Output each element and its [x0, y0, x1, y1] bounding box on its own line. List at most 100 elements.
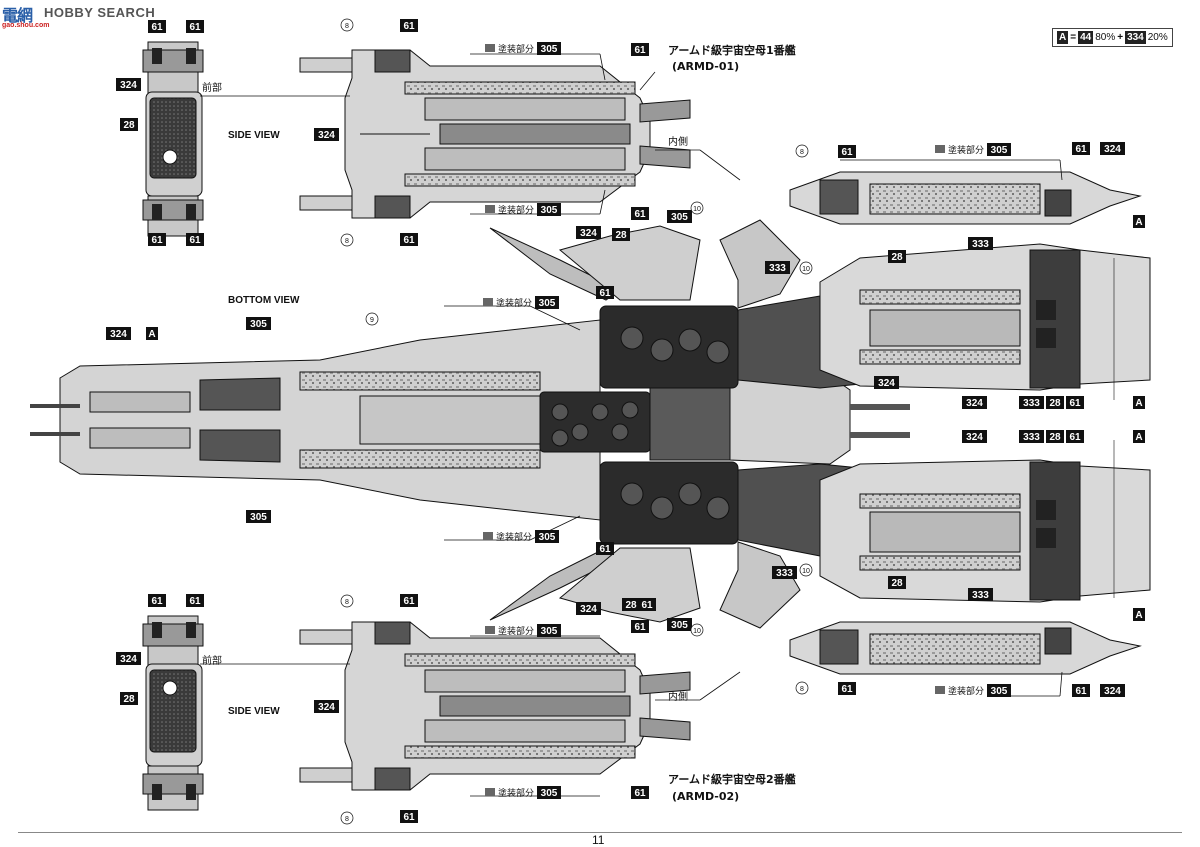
svg-text:A: A: [1135, 610, 1142, 621]
code-324: 324: [962, 396, 987, 409]
code-333: 333: [968, 237, 993, 250]
legend-pct2: 20%: [1147, 32, 1168, 43]
code-61: 61: [186, 20, 204, 33]
svg-text:8: 8: [800, 149, 804, 156]
svg-text:324: 324: [580, 604, 597, 615]
legend-plus: +: [1117, 32, 1124, 43]
code-61: 61: [148, 20, 166, 33]
svg-text:塗装部分: 塗装部分: [498, 787, 534, 799]
armd01-front-view: [142, 41, 204, 237]
svg-text:305: 305: [541, 626, 558, 637]
svg-text:324: 324: [110, 329, 127, 340]
legend-pct1: 80%: [1095, 32, 1116, 43]
code-61: 61: [186, 233, 204, 246]
armd01-hull: [299, 49, 691, 219]
code-324: 324: [576, 226, 601, 239]
code-A: A: [1133, 608, 1145, 621]
watermark-brand: HOBBY SEARCH: [44, 5, 156, 20]
svg-text:61: 61: [1069, 432, 1081, 443]
svg-text:(ARMD-01): (ARMD-01): [672, 60, 739, 73]
svg-text:A: A: [1135, 398, 1142, 409]
svg-text:324: 324: [1104, 144, 1121, 155]
code-324: 324: [962, 430, 987, 443]
svg-text:305: 305: [991, 686, 1008, 697]
bottom-view-main: [30, 219, 1151, 629]
code-28: 28: [1046, 396, 1064, 409]
code-10: 10: [799, 563, 813, 577]
side-view-label: SIDE VIEW: [228, 706, 280, 717]
code-61: 61: [1066, 396, 1084, 409]
svg-text:333: 333: [1023, 398, 1040, 409]
svg-text:BOTTOM VIEW: BOTTOM VIEW: [228, 295, 300, 306]
code-9: 9: [365, 312, 379, 326]
code-8: 8: [340, 594, 354, 608]
legend-paint1: 44: [1078, 31, 1094, 44]
watermark-url: gao.shou.com: [2, 22, 50, 29]
svg-text:前部: 前部: [202, 81, 222, 94]
code-324: 324: [106, 327, 131, 340]
code-61: 61: [596, 286, 614, 299]
code-333: 333: [765, 261, 790, 274]
svg-text:333: 333: [769, 263, 786, 274]
code-333: 333: [1019, 396, 1044, 409]
svg-text:61: 61: [599, 288, 611, 299]
svg-text:333: 333: [972, 239, 989, 250]
code-10: 10: [690, 201, 704, 215]
code-61: 61: [1072, 142, 1090, 155]
inner-label: 内側: [668, 135, 688, 148]
svg-text:324: 324: [966, 398, 983, 409]
code-61: 61: [1066, 430, 1084, 443]
code-28: 28: [612, 228, 630, 241]
watermark: 電網 HOBBY SEARCH gao.shou.com: [0, 0, 170, 30]
svg-text:61: 61: [641, 600, 653, 611]
svg-text:324: 324: [966, 432, 983, 443]
svg-text:8: 8: [800, 686, 804, 693]
svg-text:A: A: [148, 329, 155, 340]
code-8: 8: [340, 233, 354, 247]
svg-text:10: 10: [802, 568, 810, 575]
svg-text:アームド級宇宙空母2番艦: アームド級宇宙空母2番艦: [668, 772, 796, 786]
svg-text:61: 61: [599, 544, 611, 555]
svg-text:塗装部分: 塗装部分: [498, 43, 534, 55]
code-305: 305: [246, 317, 271, 330]
code-333: 333: [772, 566, 797, 579]
svg-text:333: 333: [972, 590, 989, 601]
svg-text:塗装部分: 塗装部分: [496, 531, 532, 543]
code-324: 324: [116, 652, 141, 665]
code-61: 61: [186, 594, 204, 607]
svg-text:(ARMD-02): (ARMD-02): [672, 790, 739, 803]
armd02-front-view: [142, 615, 204, 811]
code-28: 28: [888, 576, 906, 589]
svg-text:塗装部分: 塗装部分: [496, 297, 532, 309]
svg-text:28: 28: [123, 694, 135, 705]
svg-text:305: 305: [539, 532, 556, 543]
code-61: 61: [400, 19, 418, 32]
svg-text:内側: 内側: [668, 135, 688, 148]
ship1-code: (ARMD-01): [672, 60, 739, 73]
code-324: 324: [1100, 684, 1125, 697]
code-28: 28: [120, 692, 138, 705]
code-61: 61: [1072, 684, 1090, 697]
paint-mix-legend: A = 44 80% + 334 20%: [1052, 28, 1173, 47]
svg-text:305: 305: [250, 512, 267, 523]
svg-text:324: 324: [1104, 686, 1121, 697]
svg-text:28: 28: [891, 578, 903, 589]
svg-text:塗装部分: 塗装部分: [948, 144, 984, 156]
code-8: 8: [340, 18, 354, 32]
svg-text:61: 61: [189, 235, 201, 246]
code-8: 8: [340, 811, 354, 825]
code-28: 28: [120, 118, 138, 131]
code-61: 61: [631, 207, 649, 220]
code-305: 305: [246, 510, 271, 523]
svg-text:61: 61: [1075, 144, 1087, 155]
code-333: 333: [968, 588, 993, 601]
svg-text:アームド級宇宙空母1番艦: アームド級宇宙空母1番艦: [668, 43, 796, 57]
svg-text:324: 324: [878, 378, 895, 389]
svg-text:333: 333: [1023, 432, 1040, 443]
code-A: A: [1133, 396, 1145, 409]
code-61: 61: [148, 594, 166, 607]
